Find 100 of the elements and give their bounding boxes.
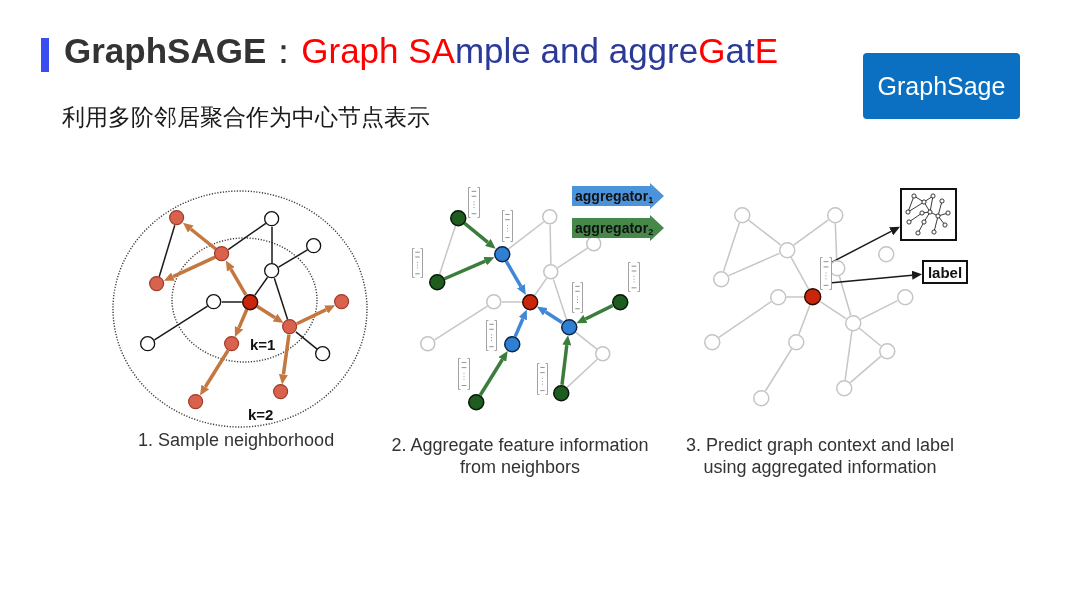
- graph-edge: [727, 252, 781, 277]
- graph-node: [306, 238, 322, 254]
- graph-node: [804, 288, 822, 306]
- graph-node: [552, 384, 570, 402]
- graph-node: [206, 294, 222, 310]
- arrow: [256, 304, 284, 323]
- graph-node: [542, 209, 558, 225]
- network-graph-icon: [900, 188, 957, 241]
- graph-edge: [844, 330, 853, 381]
- graph-node: [334, 294, 350, 310]
- graph-node: [611, 293, 629, 311]
- graph-edge: [764, 348, 793, 392]
- arrow: [560, 335, 572, 386]
- graph-edge: [277, 249, 309, 268]
- graph-node: [787, 333, 805, 351]
- graph-node: [769, 288, 787, 306]
- arrow: [831, 226, 900, 263]
- subtitle: 利用多阶邻居聚合作为中心节点表示: [62, 106, 430, 128]
- output-box: label: [922, 260, 968, 284]
- graph-node: [149, 276, 165, 292]
- graph-edge: [158, 224, 176, 278]
- graph-node: [595, 346, 611, 362]
- graph-node: [273, 384, 289, 400]
- arrow: [225, 260, 248, 296]
- graph-edge: [295, 331, 318, 350]
- arrow: [443, 257, 495, 281]
- graph-edge: [858, 327, 882, 347]
- graph-edge: [718, 300, 772, 339]
- graph-node: [420, 336, 436, 352]
- graph-node: [188, 394, 204, 410]
- arrow: [234, 308, 249, 337]
- graph-edge: [819, 301, 847, 320]
- graph-edge: [834, 222, 838, 261]
- graph-edge: [722, 222, 741, 272]
- graph-node: [712, 270, 730, 288]
- graph-edge: [552, 278, 568, 320]
- arrow: [576, 304, 614, 324]
- name-badge: GraphSage: [863, 53, 1020, 119]
- graph-edge: [271, 225, 273, 265]
- panel-caption: 3. Predict graph context and label using aggregated information: [684, 434, 956, 478]
- arrow: [182, 222, 218, 251]
- graph-node: [703, 333, 721, 351]
- graph-edge: [859, 299, 899, 321]
- graph-node: [428, 273, 446, 291]
- graph-node: [877, 245, 895, 263]
- graph-node: [896, 288, 914, 306]
- graph-node: [560, 318, 578, 336]
- graph-node: [543, 264, 559, 280]
- panel-caption: 2. Aggregate feature information from neighbors: [390, 434, 650, 478]
- graph-edge: [556, 247, 589, 269]
- graph-edge: [227, 222, 267, 251]
- arrow-banner: aggregator$_{2}$: [572, 215, 664, 241]
- graph-edge: [785, 296, 806, 298]
- graph-node: [169, 210, 185, 226]
- graph-node: [733, 206, 751, 224]
- graph-edge: [533, 277, 548, 297]
- graph-edge: [254, 276, 269, 297]
- arrow: [536, 306, 563, 325]
- graph-node: [486, 294, 502, 310]
- graph-node: [878, 342, 896, 360]
- graph-node: [493, 245, 511, 263]
- arrow: [163, 255, 216, 281]
- arrow: [513, 309, 527, 338]
- arrow: [200, 349, 230, 396]
- graph-edge: [549, 224, 552, 265]
- slide-title: GraphSAGE：Graph SAmple and aggreGatE: [64, 30, 778, 72]
- graph-edge: [501, 301, 523, 303]
- graph-node: [214, 246, 230, 262]
- panel-caption: 1. Sample neighborhood: [138, 429, 335, 451]
- arrow: [478, 351, 508, 396]
- graph-edge: [273, 277, 289, 321]
- graph-edge: [574, 331, 598, 350]
- graph-edge: [566, 358, 599, 389]
- graph-node: [752, 389, 770, 407]
- hop-label: k=2: [248, 407, 274, 422]
- graph-edge: [747, 219, 782, 246]
- graph-node: [835, 379, 853, 397]
- arrow: [278, 334, 291, 385]
- graph-edge: [790, 256, 810, 291]
- graph-edge: [838, 275, 852, 316]
- graph-node: [467, 393, 485, 411]
- graph-node: [241, 293, 259, 311]
- graph-node: [264, 263, 280, 279]
- graph-node: [315, 346, 331, 362]
- graph-node: [778, 241, 796, 259]
- graph-node: [282, 319, 298, 335]
- hop-label: k=1: [250, 337, 276, 352]
- graph-node: [224, 336, 240, 352]
- graph-edge: [220, 301, 243, 303]
- graph-edge: [798, 304, 811, 336]
- graph-edge: [792, 219, 830, 246]
- graph-node: [844, 314, 862, 332]
- arrow: [504, 260, 526, 295]
- graph-node: [503, 335, 521, 353]
- graph-node: [521, 293, 539, 311]
- graph-node: [264, 211, 280, 227]
- graph-edge: [849, 355, 882, 384]
- arrow: [463, 221, 496, 249]
- arrow: [831, 270, 922, 284]
- graph-edge: [433, 305, 489, 341]
